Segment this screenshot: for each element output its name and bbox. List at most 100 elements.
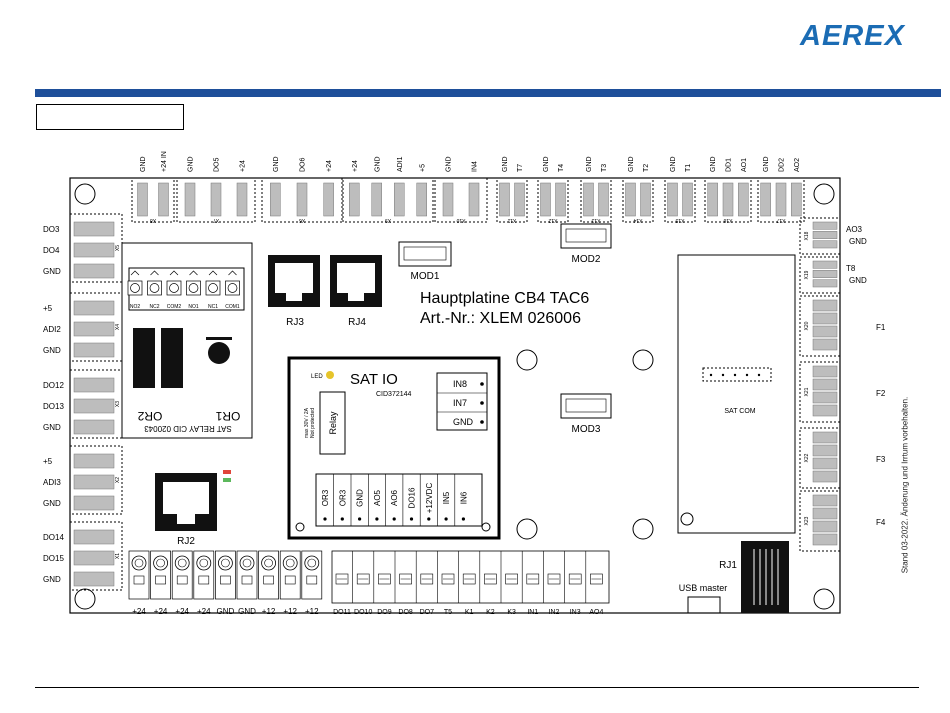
pin-slot [73, 571, 115, 587]
pin-label-gnd: GND [849, 237, 867, 246]
relay-terminal [225, 280, 240, 296]
pin-slot [682, 182, 693, 217]
pin-slot [73, 474, 115, 490]
power-terminal: +24 [171, 550, 193, 616]
io-terminal: K2 [479, 551, 497, 616]
pin-label-dd2: DD2 [779, 158, 786, 172]
io-terminal-label-k1: K1 [465, 609, 474, 616]
pin-slot [184, 182, 196, 217]
io-terminal: IN3 [564, 551, 582, 616]
pin-slot [73, 263, 115, 279]
sat-io-pin-label-in6: IN6 [459, 491, 468, 504]
relay-terminal [147, 280, 162, 296]
sat-io-screw [295, 522, 305, 532]
connector-id-label: X3 [115, 401, 121, 407]
connector-id-label: X23 [804, 516, 810, 525]
pin-slot [812, 378, 838, 391]
rj3-label: RJ3 [286, 317, 304, 328]
pin-slot [73, 419, 115, 435]
relay-terminal [127, 280, 143, 296]
pin-slot [73, 495, 115, 511]
pin-slot [812, 270, 838, 278]
pin-label-gnd: GND [586, 156, 593, 172]
pin-label-gnd: GND [446, 156, 453, 172]
connector-id-label: X1 [115, 553, 121, 559]
power-terminal-label-gnd: GND [238, 607, 256, 616]
connector-id-label: X8 [150, 217, 156, 223]
pin-slot [812, 520, 838, 533]
pin-label-do4: DO4 [43, 246, 60, 255]
pin-slot [812, 231, 838, 239]
pin-slot [707, 182, 718, 217]
pin-slot [555, 182, 566, 217]
pin-slot [812, 470, 838, 483]
relay-terminal-label-nc2: NC2 [149, 304, 159, 310]
power-terminal: +24 [128, 550, 150, 616]
power-terminal: +24 [150, 550, 171, 616]
power-terminal: GND [236, 550, 258, 616]
pin-slot [812, 431, 838, 444]
pin-label-gnd: GND [628, 156, 635, 172]
sat-io-side-label-in7: IN7 [453, 398, 467, 408]
pin-slot [210, 182, 222, 217]
pin-slot [442, 182, 454, 217]
pin-slot [499, 182, 510, 217]
connector-id-label: X19 [804, 270, 810, 279]
mount-hole [813, 588, 835, 610]
mod2-socket [560, 223, 612, 249]
pin-slot [73, 242, 115, 258]
pin-slot [640, 182, 651, 217]
pin-label-do3: DO3 [43, 225, 60, 234]
power-terminal: +12 [301, 550, 323, 616]
pin-slot [394, 182, 405, 217]
pin-label-24: +24 [240, 160, 247, 172]
connector-id-label: X16 [723, 217, 732, 223]
pin-slot [598, 182, 609, 217]
relay-capacitor-lead [206, 337, 232, 340]
pin-slot [73, 300, 115, 316]
relay-1 [133, 328, 155, 388]
pin-label-f3: F3 [876, 455, 886, 464]
pin-slot [583, 182, 594, 217]
io-terminal-label-in2: IN2 [549, 609, 560, 616]
io-terminal: DO10 [352, 551, 372, 616]
power-terminal-label-12: +12 [305, 607, 319, 616]
pin-label-adi1: ADI1 [397, 156, 404, 172]
pin-slot [812, 533, 838, 546]
usb-label: USB master [679, 583, 728, 593]
mod1-label: MOD1 [411, 271, 440, 282]
mount-hole [632, 518, 654, 540]
connector-id-label: X13 [591, 217, 600, 223]
pin-label-in4: IN4 [472, 161, 479, 172]
pin-label-gnd: GND [710, 156, 717, 172]
connector-id-label: X5 [115, 245, 121, 251]
mod2-label: MOD2 [572, 254, 601, 265]
pin-label-do5: DO5 [214, 158, 221, 173]
io-terminal: DO7 [415, 551, 434, 616]
pin-slot [738, 182, 749, 217]
io-terminal-label-do8: DO8 [398, 609, 413, 616]
pin-slot [468, 182, 480, 217]
pin-slot [73, 221, 115, 237]
sat-io-led [326, 371, 334, 379]
io-terminal: DO11 [333, 573, 351, 616]
io-terminal-label-in1: IN1 [527, 609, 538, 616]
connector-id-label: X14 [633, 217, 642, 223]
pin-slot [812, 391, 838, 404]
pin-label-5: +5 [419, 164, 426, 172]
connector-id-label: X17 [776, 217, 785, 223]
pin-label-5: +5 [43, 304, 53, 313]
io-terminal: K1 [458, 551, 476, 616]
